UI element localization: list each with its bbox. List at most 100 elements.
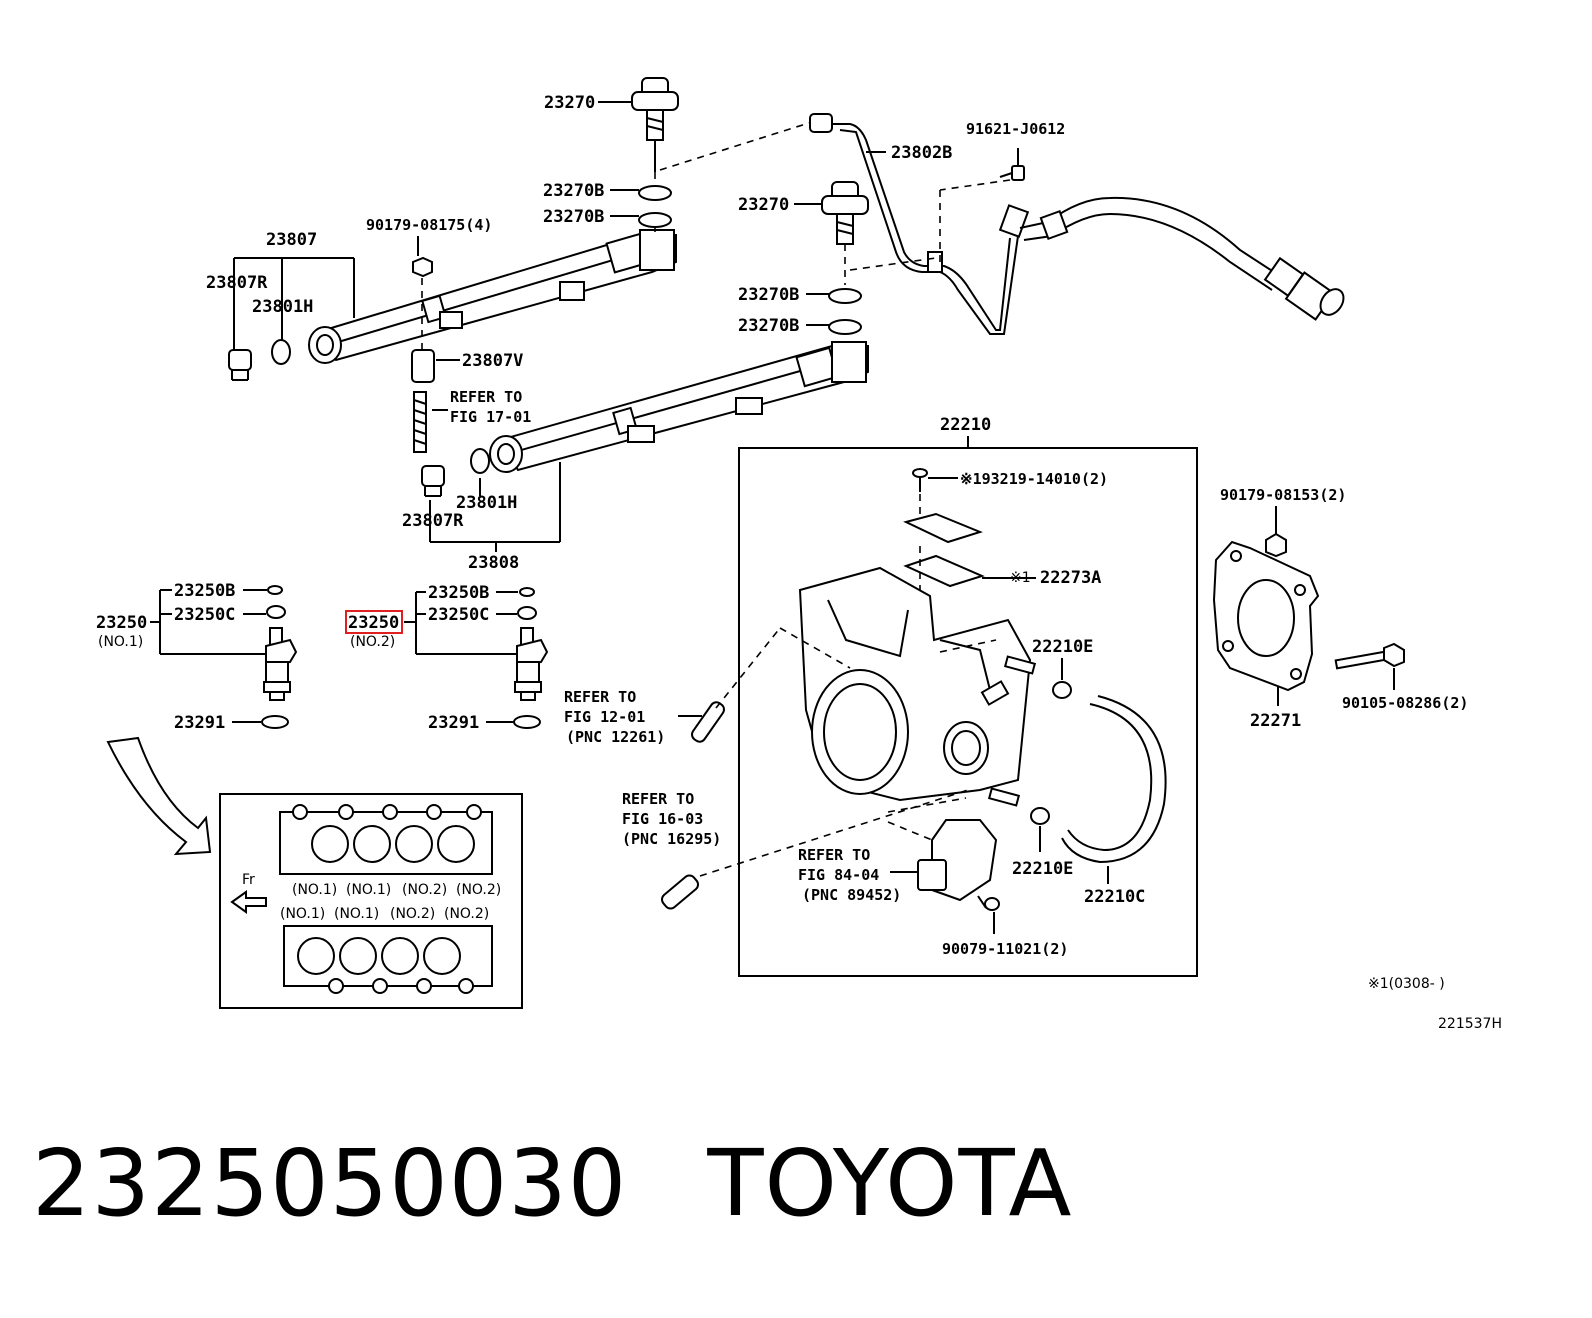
label-23291-2: 23291: [428, 713, 479, 733]
label-diagram-code: 221537H: [1438, 1016, 1502, 1032]
label-23270b-3: 23270B: [738, 285, 799, 305]
nut-90179-08175: [412, 256, 433, 278]
label-91621-j0612: 91621-J0612: [966, 120, 1065, 138]
label-22210e-1: 22210E: [1032, 637, 1093, 657]
label-23270b-2: 23270B: [543, 207, 604, 227]
bracket-23807: [233, 257, 355, 350]
label-23250b-2: 23250B: [428, 583, 489, 603]
fuel-rail-23807: [308, 229, 677, 364]
injector-no2-group: [345, 587, 549, 729]
label-refer-16-03-b: FIG 16-03: [622, 810, 703, 828]
label-refer-12-01-c: (PNC 12261): [566, 728, 665, 746]
label-inset-row1-4: (NO.2): [456, 882, 501, 898]
label-refer-12-01-b: FIG 12-01: [564, 708, 645, 726]
label-90079-11021: 90079-11021(2): [942, 940, 1068, 958]
label-inset-row1-3: (NO.2): [402, 882, 447, 898]
label-23807: 23807: [266, 230, 317, 250]
label-23807v: 23807V: [462, 351, 523, 371]
highlight-box-23250-no2: [345, 610, 403, 634]
bolt-90105-08286: [1334, 642, 1405, 690]
throttle-position-sensor: [890, 819, 998, 902]
label-23801h-2: 23801H: [456, 493, 517, 513]
label-inset-row2-1: (NO.1): [280, 906, 325, 922]
hose-ref-16-03: [660, 874, 700, 910]
pulsation-damper-top: [631, 77, 679, 172]
label-22271: 22271: [1250, 711, 1301, 731]
o-ring-23250c-2: [517, 606, 537, 620]
label-refer-16-03-a: REFER TO: [622, 790, 694, 808]
label-refer-84-04-a: REFER TO: [798, 846, 870, 864]
throttle-body-22210: [798, 566, 1037, 807]
label-193219-14010: ※193219-14010(2): [960, 470, 1108, 488]
label-90179-08153: 90179-08153(2): [1220, 486, 1346, 504]
reference-leaders: [660, 627, 969, 910]
o-ring-23801h-2: [470, 448, 490, 474]
label-23250c-2: 23250C: [428, 605, 489, 625]
label-refer-17-01-b: FIG 17-01: [450, 408, 531, 426]
injector-23250-no2: [514, 627, 549, 701]
pulsation-damper-mid: [821, 181, 869, 285]
nut-90179-08153: [1265, 532, 1287, 558]
hose-ref-12-01: [691, 701, 725, 743]
label-23270-top: 23270: [544, 93, 595, 113]
label-inset-row2-2: (NO.1): [334, 906, 379, 922]
injector-no1-group: [150, 585, 298, 729]
screw-90079-11021: [977, 895, 1000, 934]
washer-23270b-4: [828, 319, 862, 335]
front-arrow-icon: [230, 890, 267, 914]
insulator-23250b-1: [267, 585, 283, 595]
label-inset-row2-3: (NO.2): [390, 906, 435, 922]
upper-fuel-rail-group: [228, 77, 813, 453]
label-23801h-1: 23801H: [252, 297, 313, 317]
label-23270-mid: 23270: [738, 195, 789, 215]
gasket-22271: [1212, 506, 1405, 706]
clip-22210e-2: [1030, 807, 1050, 852]
inset-arrow: [106, 736, 212, 856]
plug-23807r-2: [421, 465, 445, 497]
gasket-row-top: [279, 804, 493, 875]
insulator-23291-2: [513, 715, 541, 729]
label-23270b-4: 23270B: [738, 316, 799, 336]
label-footnote: ※1(0308- ): [1368, 976, 1445, 992]
label-23807r-2: 23807R: [402, 511, 464, 531]
insulator-23291-1: [261, 715, 289, 729]
label-23250b-1: 23250B: [174, 581, 235, 601]
washer-23270b-3: [828, 288, 862, 304]
gasket-row-bottom: [283, 925, 493, 994]
label-23250-no2: 23250: [348, 613, 399, 633]
hose-22210c: [1061, 695, 1167, 884]
label-23270b-1: 23270B: [543, 181, 604, 201]
label-refer-17-01-a: REFER TO: [450, 388, 522, 406]
insulator-23250b-2: [519, 587, 535, 597]
label-no2: (NO.2): [350, 634, 395, 650]
fuel-rail-23808: [489, 341, 869, 473]
clip-22210e-1: [1052, 658, 1072, 699]
collar-23807v: [411, 349, 435, 383]
label-22210c: 22210C: [1084, 887, 1145, 907]
washer-23270b-1: [638, 185, 672, 201]
caption: 2325050030 TOYOTA: [32, 1130, 1073, 1237]
label-no1: (NO.1): [98, 634, 143, 650]
label-refer-12-01-a: REFER TO: [564, 688, 636, 706]
injector-layout-inset: [219, 793, 523, 1009]
label-refer-84-04-c: (PNC 89452): [802, 886, 901, 904]
label-22210: 22210: [940, 415, 991, 435]
label-23291-1: 23291: [174, 713, 225, 733]
label-22210e-2: 22210E: [1012, 859, 1073, 879]
lower-fuel-rail-group: [421, 181, 869, 497]
caption-part-number: 2325050030: [32, 1130, 628, 1237]
o-ring-23250c-1: [266, 605, 286, 619]
labels: 23270 23270B 23270B 23807 90179-08175(4)…: [96, 93, 1502, 1032]
label-90105-08286: 90105-08286(2): [1342, 694, 1468, 712]
label-refer-16-03-c: (PNC 16295): [622, 830, 721, 848]
label-fr: Fr: [242, 872, 255, 888]
bolt-91621-j0612: [999, 148, 1025, 181]
cover-plate: [903, 512, 983, 544]
caption-brand: TOYOTA: [707, 1130, 1073, 1237]
injector-23250-no1: [263, 627, 298, 701]
label-23250c-1: 23250C: [174, 605, 235, 625]
label-23807r-1: 23807R: [206, 273, 268, 293]
throttle-body-box: [738, 436, 1198, 977]
label-90179-08175: 90179-08175(4): [366, 216, 492, 234]
